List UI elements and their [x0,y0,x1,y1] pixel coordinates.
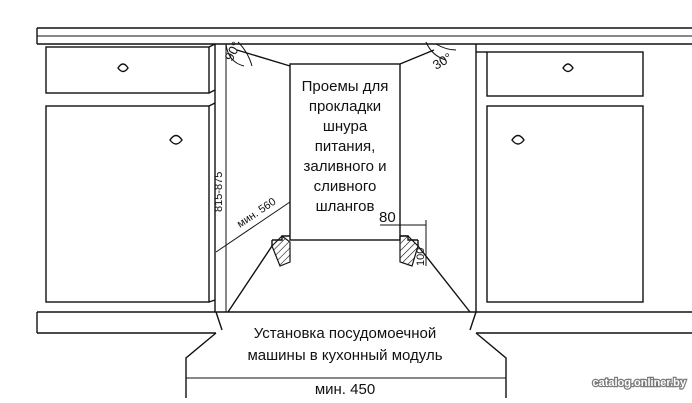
dim-100-label: 100 [415,248,427,266]
install-line-2: машины в кухонный модуль [247,347,442,364]
dishwasher-front [185,332,507,398]
openings-line-5: заливного и [304,158,387,175]
install-line-1: Установка посудомоечной [254,325,436,342]
dim-80-lines [380,220,427,266]
openings-line-2: прокладки [309,98,381,115]
openings-label: Проемы для прокладки шнура питания, зали… [302,78,389,215]
width-min-label: мин. 450 [315,381,375,398]
left-opening-hatch [271,235,291,267]
openings-line-7: шлангов [316,198,375,215]
angle-left-label: 90° [221,39,243,63]
openings-line-6: сливного [314,178,377,195]
openings-line-4: питания, [315,138,376,155]
niche-outline [227,49,471,313]
left-cabinet [45,43,216,312]
right-cabinet [475,44,644,312]
watermark: catalog.onliner.by [592,377,686,389]
countertop [36,27,692,45]
floor-base [36,311,692,334]
depth-dimension [215,201,291,253]
openings-line-1: Проемы для [302,78,389,95]
right-opening-hatch [399,235,419,267]
angle-markers [225,41,457,67]
dim-80-label: 80 [379,209,396,226]
depth-min-label: мин. 560 [235,196,278,231]
height-range-label: 815-875 [213,172,225,212]
openings-line-3: шнура [323,118,368,135]
